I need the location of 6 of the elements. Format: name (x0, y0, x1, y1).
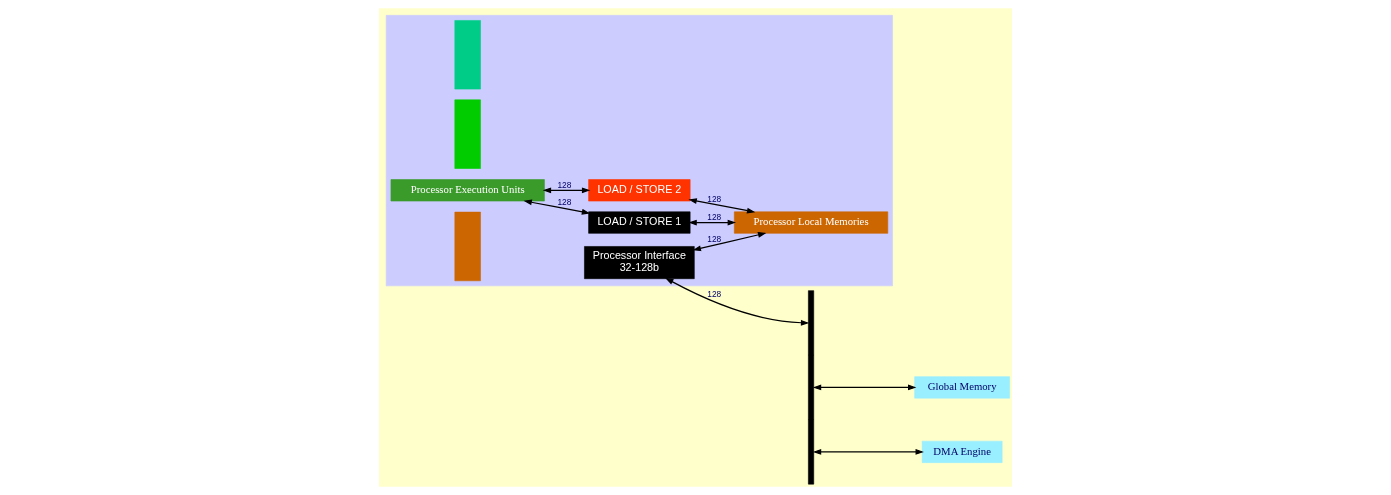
edge-label: 128 (557, 180, 572, 191)
edge-label: 128 (707, 233, 722, 244)
edge-label: 128 (557, 197, 572, 208)
edge-label: 128 (707, 289, 722, 300)
edge-label: 128 (707, 212, 722, 223)
edge-label: 128 (707, 193, 722, 204)
